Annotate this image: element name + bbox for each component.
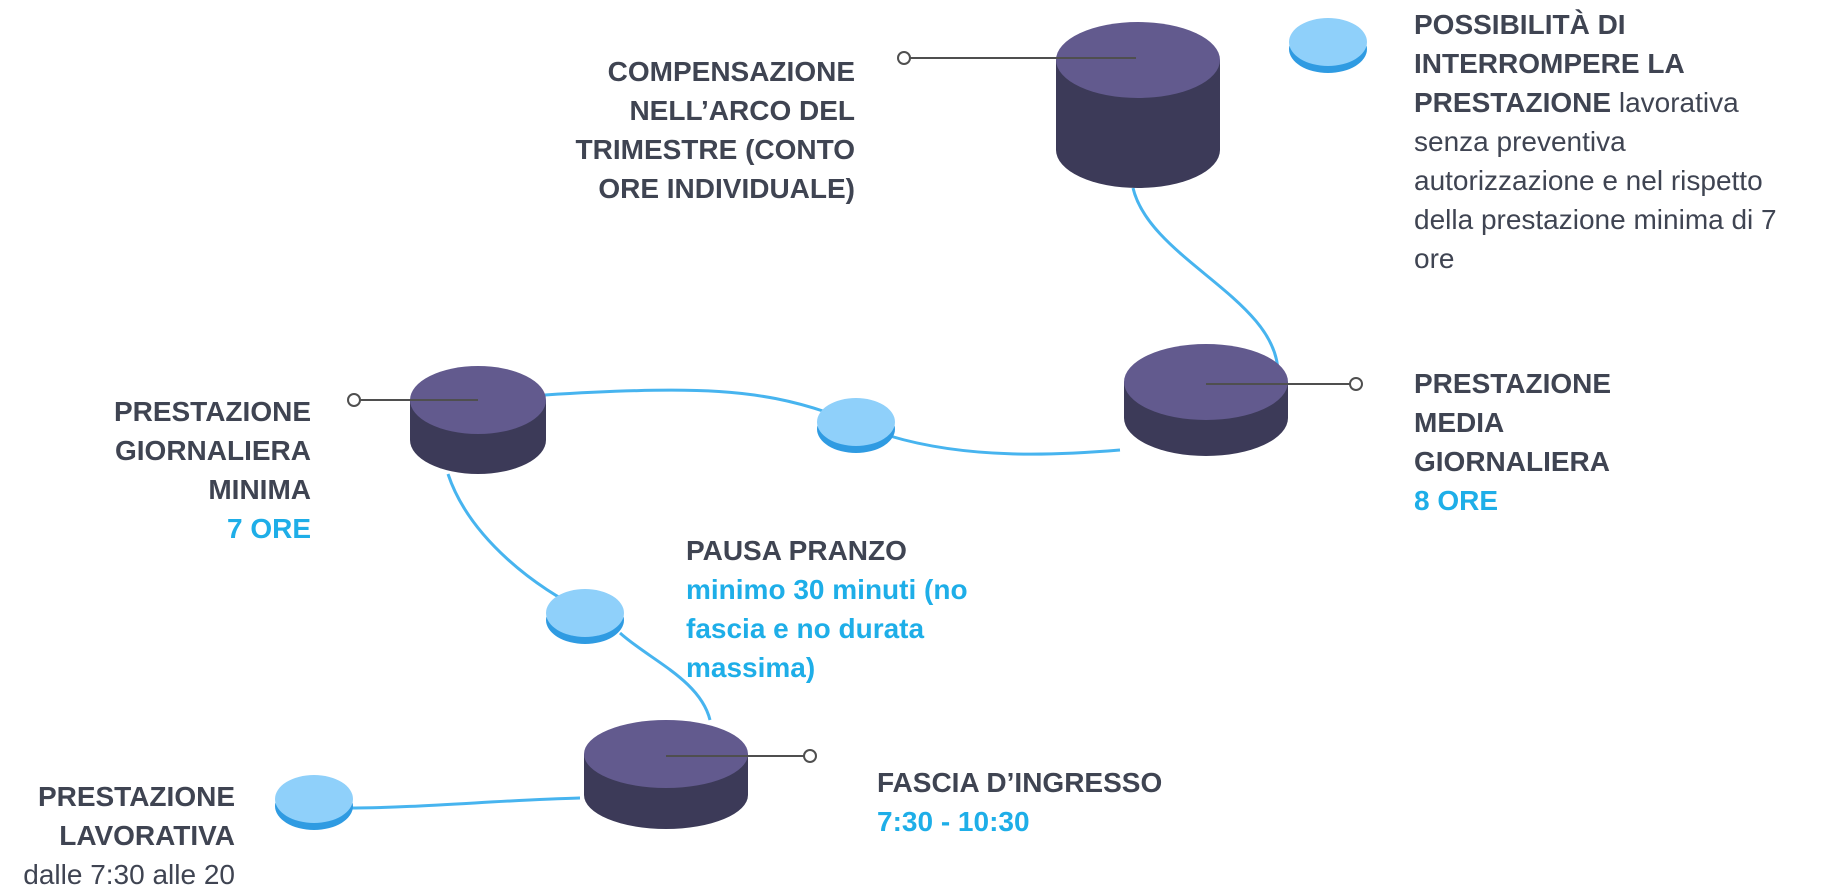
cylinder-compensazione [1056,22,1220,188]
label-lavorativa: PRESTAZIONE LAVORATIVA dalle 7:30 alle 2… [23,781,235,890]
label-ingresso: FASCIA D’INGRESSO 7:30 - 10:30 [877,763,1277,841]
value-pausa-0: minimo 30 minuti (no [686,574,968,605]
pointer-minima [347,393,478,407]
cylinder-top [1056,22,1220,98]
pointer-media [1206,377,1363,391]
label-minima: PRESTAZIONE GIORNALIERA MINIMA 7 ORE [11,392,311,548]
bubble-media-minima [817,398,895,453]
bubble-lavorativa [275,775,353,830]
label-pausa: PAUSA PRANZO minimo 30 minuti (no fascia… [686,531,1086,687]
value-media: 8 ORE [1414,485,1499,516]
label-interrompere: POSSIBILITÀ DI INTERROMPERE LA PRESTAZIO… [1414,9,1777,274]
pointer-ingresso [666,749,817,763]
value-ingresso: 7:30 - 10:30 [877,806,1030,837]
cylinder-top [1124,344,1288,420]
bubble-interrompere [1289,18,1367,73]
cylinder-minima [410,366,546,474]
value-pausa-1: fascia e no durata [686,613,925,644]
value-minima: 7 ORE [226,513,311,544]
bubble-pausa [546,589,624,644]
value-pausa-2: massima) [686,652,816,683]
cylinder-media [1124,344,1288,456]
cylinder-top [584,720,748,788]
cylinder-ingresso [584,720,748,829]
label-compensazione: COMPENSAZIONE NELL’ARCO DEL TRIMESTRE (C… [575,56,855,204]
label-media: PRESTAZIONE MEDIA GIORNALIERA 8 ORE [1414,364,1714,520]
pointer-compensazione [897,51,1136,65]
